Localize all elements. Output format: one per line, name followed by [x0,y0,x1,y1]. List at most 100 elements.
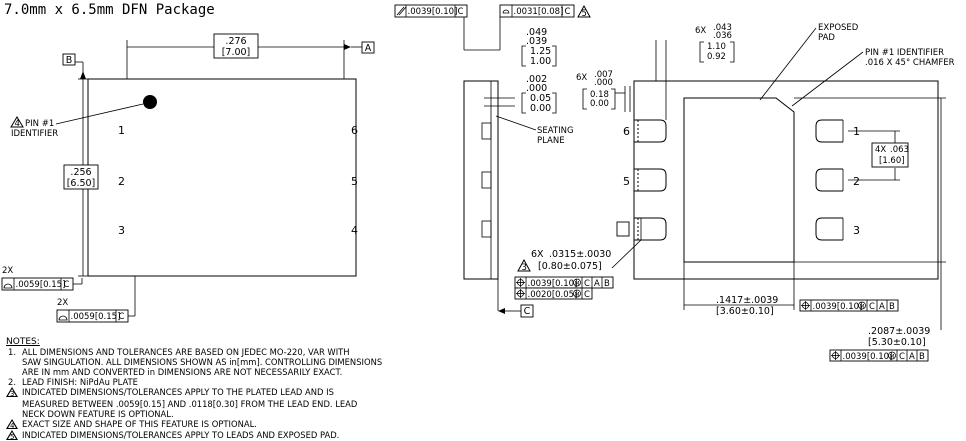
note-text: MEASURED BETWEEN .0059[0.15] AND .0118[0… [22,398,358,409]
thickness-min-mm: 1.00 [530,56,551,67]
pad-width-tol-datum-3: B [889,302,895,312]
bottom-view-outline [633,80,939,280]
note-triangle-icon: 3 [6,387,22,398]
note-text: LEAD FINISH: NiPdAu PLATE [22,377,138,388]
flatness-datum: C [458,7,464,17]
lead-thk-min-mm: 0.00 [590,99,609,109]
standoff-min-in: .000 [526,83,547,94]
pad-height-mm: [5.30±0.10] [868,337,926,348]
pad-width-mm: [3.60±0.10] [716,306,774,317]
top-pin-right-6: 6 [351,124,358,137]
pad-width-tol-mod: M [860,304,865,310]
note-text: EXACT SIZE AND SHAPE OF THIS FEATURE IS … [22,418,257,429]
lead-width-note: 3 [522,263,527,273]
top-view: .276 [7.00] A B .256 [6.50] 4 PIN #1 IDE… [1,33,375,323]
note-5-triangle-icon [577,4,591,18]
pad-height-tol-datum-3: B [919,352,925,362]
note-line: 1.ALL DIMENSIONS AND TOLERANCES ARE BASE… [6,347,446,357]
pad-height-value: .2087±.0039 [868,326,930,337]
note-line: MEASURED BETWEEN .0059[0.15] AND .0118[0… [6,399,446,409]
pin-id-label-2: IDENTIFIER [11,129,58,139]
bottom-pin-left-6: 6 [623,125,630,138]
note-text: INDICATED DIMENSIONS/TOLERANCES APPLY TO… [22,387,334,398]
pad-width-value: .1417±.0039 [716,295,778,306]
note-number-text: 2. [8,377,16,388]
tol1-datum: C [64,280,70,290]
lead-tol2-value: .0020[0.05] [528,290,578,300]
lead-tol1-datum-1: C [584,279,590,289]
datum-b-box [62,53,76,66]
bottom-pin-right-1: 1 [853,125,860,138]
mmc-icon [858,301,866,310]
pad-height-tol-datum-1: C [899,352,905,362]
note-triangle-icon: 5 [6,429,22,441]
bottom-view: 6 5 4 1 2 3 6X .007 .000 0.18 0.00 6X .0… [514,23,955,362]
seating-plane-2: PLANE [537,136,565,146]
lead-len-max-mm: 1.10 [707,42,726,52]
datum-a-label: A [365,43,372,54]
pad-width-tol-value: .0039[0.10] [813,302,863,312]
note-number: 1. [6,347,22,357]
lead-thk-min-in: .000 [594,78,613,88]
datum-c-box [520,304,534,318]
thickness-max-in: .049 [526,27,547,38]
tol2-datum: C [119,312,125,322]
exposed-pad [683,97,795,263]
note-text: SAW SINGULATION. ALL DIMENSIONS SHOWN AS… [22,357,383,368]
lead-tol2-frame [514,287,593,300]
width-dim-box [213,33,259,59]
note-indent [6,399,22,409]
pad-width-tol-datum-2: A [879,302,885,312]
note-text: ALL DIMENSIONS AND TOLERANCES ARE BASED … [22,347,350,358]
height-dim-in: .256 [70,167,91,178]
mmc-icon [888,351,896,360]
note-number-text: 4 [10,421,15,430]
standoff-min-mm: 0.00 [530,103,551,114]
lead-tol1-datum-3: B [604,279,610,289]
top-view-outline [87,78,357,277]
note-line: 2. LEAD FINISH: NiPdAu PLATE [6,377,446,387]
tol1-value: .0059[0.15] [16,280,66,290]
note-number: 2. [6,377,22,387]
note-number-text: 5 [10,432,15,441]
top-pin-left-1: 1 [118,124,125,137]
coplanarity-datum: C [565,7,571,17]
exposed-pad-label-1: EXPOSED [818,23,859,33]
exposed-pad-label-2: PAD [818,33,835,43]
lead-width-prefix: 6X [531,249,544,260]
notes-heading: NOTES: [6,337,40,347]
note-line: ARE IN mm AND CONVERTED in DIMENSIONS AR… [6,367,446,377]
bottom-pin-left-5: 5 [623,175,630,188]
lead-thk-max-in: .007 [594,70,613,80]
notes-section: NOTES: 1.ALL DIMENSIONS AND TOLERANCES A… [6,337,446,441]
notes-list: 1.ALL DIMENSIONS AND TOLERANCES ARE BASE… [6,347,446,441]
seating-plane-1: SEATING [537,126,574,136]
profile-surface-icon [3,283,13,289]
lead-width-mm: [0.80±0.075] [538,261,602,272]
lead-len-max-in: .043 [713,23,732,33]
lead-len-prefix: 6X [695,26,706,36]
width-dim-mm: [7.00] [222,47,251,58]
pad-height-tol-mod: M [890,354,895,360]
note-line: 5 INDICATED DIMENSIONS/TOLERANCES APPLY T… [6,429,446,441]
note-4-triangle-icon [10,116,24,128]
top-pin-left-3: 3 [118,224,125,237]
height-dim-box [63,164,99,190]
note-text: INDICATED DIMENSIONS/TOLERANCES APPLY TO… [22,429,340,440]
lead-tol1-datum-2: A [594,279,600,289]
standoff-max-mm: 0.05 [530,93,551,104]
height-dim-mm: [6.50] [67,178,96,189]
parallelism-icon [396,6,405,16]
pin4-box [616,221,630,237]
coplanarity-value: .0031[0.08] [514,7,564,17]
mmc-icon [573,278,581,287]
tol2-value: .0059[0.15] [71,312,121,322]
thickness-min-in: .039 [526,36,547,47]
lead-thk-max-mm: 0.18 [590,90,609,100]
pin1-chamfer-label-1: PIN #1 IDENTIFIER [865,48,944,58]
pitch-box [871,142,909,168]
mmc-icon [573,289,581,298]
lead-tol1-value: .0039[0.10] [528,279,578,289]
